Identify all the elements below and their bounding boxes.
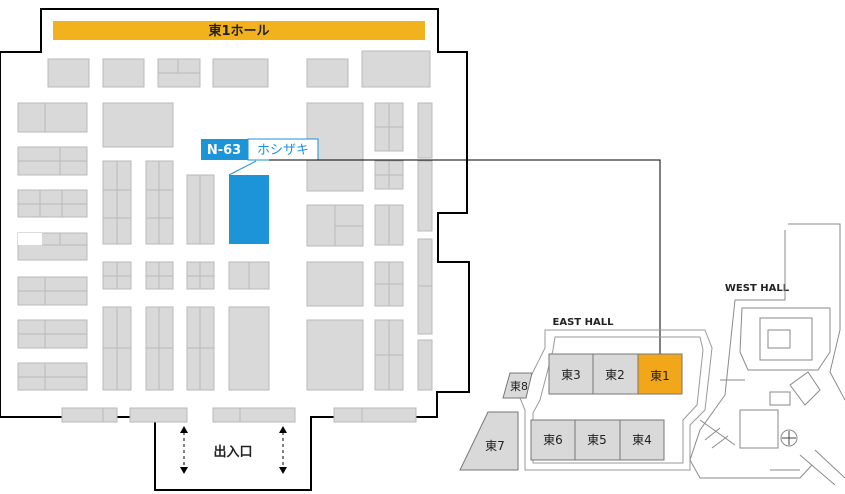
east-hall-title: EAST HALL: [553, 317, 615, 328]
booth-blocks: [17, 50, 433, 423]
connector-line: [269, 159, 661, 360]
hall-banner-label: 東1ホール: [208, 23, 269, 39]
hall-east1: 東1: [650, 369, 670, 383]
booth-label[interactable]: N-63 ホシザキ: [201, 138, 319, 161]
hall-east6: 東6: [543, 433, 563, 447]
hall-east8: 東8: [510, 380, 528, 393]
hall-east7: 東7: [485, 439, 505, 453]
hall-east1-highlight[interactable]: [637, 353, 683, 395]
booth-code: N-63: [207, 143, 241, 158]
east-hall-overview: EAST HALL 東3 東2 東1 東6 東5 東4 東7 東8: [459, 317, 713, 471]
exit-arrows: [180, 426, 287, 474]
west-hall-overview: WEST HALL: [689, 223, 845, 486]
hall-east4: 東4: [632, 433, 652, 447]
booth-highlight[interactable]: [229, 175, 269, 244]
hall-east2: 東2: [605, 368, 625, 382]
hall-east3: 東3: [561, 368, 581, 382]
hall-east5: 東5: [587, 433, 607, 447]
hall-banner: [53, 21, 425, 40]
booth-name: ホシザキ: [257, 143, 309, 158]
exit-label: 出入口: [213, 444, 252, 460]
west-hall-title: WEST HALL: [725, 283, 790, 294]
